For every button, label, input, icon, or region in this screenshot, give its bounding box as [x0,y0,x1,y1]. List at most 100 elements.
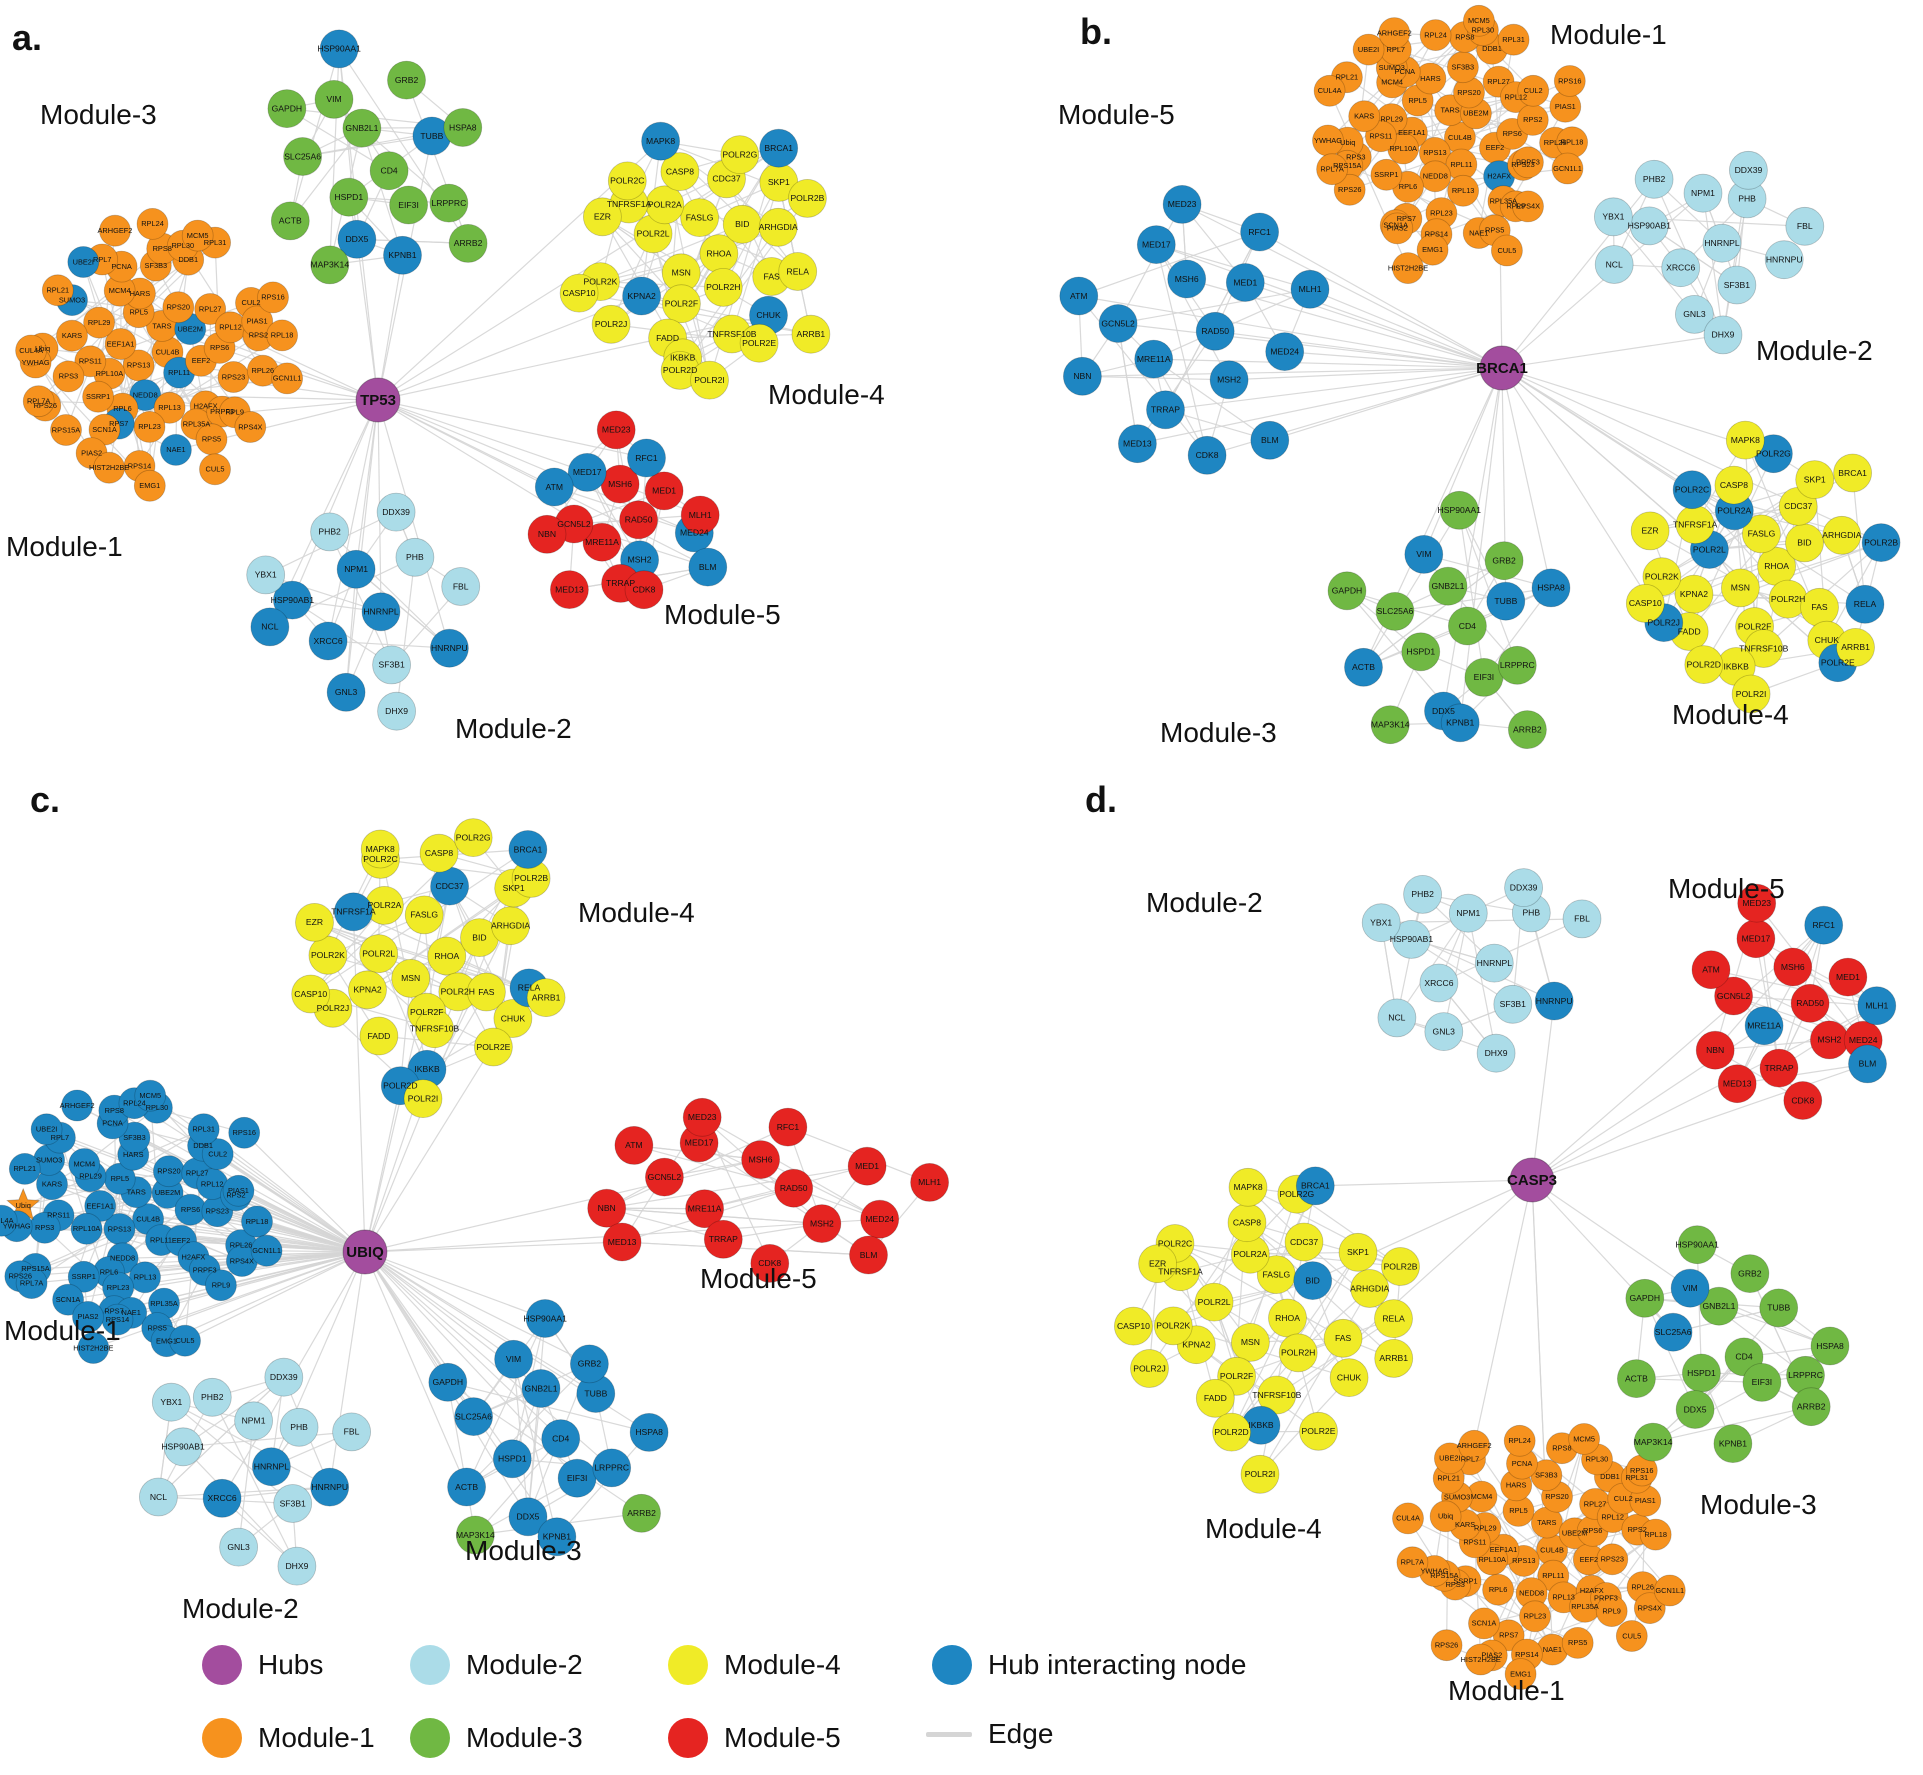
gene-label: MSH6 [749,1154,773,1164]
gene-label: POLR2D [1687,659,1721,669]
gene-label: SCN1A [1383,221,1408,230]
gene-node-DDX5 [1675,1390,1715,1429]
legend-item-edge: Edge [926,1718,1053,1750]
gene-label: NEDD8 [110,1254,135,1263]
gene-label: RPL29 [1474,1523,1497,1532]
gene-label: MRE11A [585,537,619,547]
gene-label: POLR2A [1717,506,1751,516]
gene-label: RPL12 [1601,1512,1624,1521]
gene-label: POLR2I [408,1093,439,1103]
panel-b-nodes [1059,4,1901,749]
gene-node-CD4 [541,1419,581,1458]
gene-node-MAP3K14 [1633,1422,1673,1462]
gene-label: MCM5 [1573,1434,1595,1443]
gene-label: TARS [127,1187,146,1196]
gene-node-FASLG [1742,514,1781,554]
gene-label: MCM4 [1381,78,1403,87]
gene-label: CASP10 [1117,1321,1150,1331]
hubs-swatch [202,1645,242,1685]
gene-node-RPL9 [1595,1595,1628,1627]
legend-item-hubs: Hubs [202,1645,323,1685]
gene-label: RPS14 [1425,230,1448,239]
gene-node-DDX39 [1504,868,1543,907]
gene-node-CASP8 [1714,465,1754,505]
gene-label: KPNA2 [353,985,381,995]
gene-label: HSPA8 [635,1427,663,1437]
gene-label: RPL24 [141,219,164,228]
gene-node-HSP90AB1 [1392,920,1431,959]
gene-node-MRE11A [685,1189,724,1229]
gene-label: POLR2G [722,149,757,159]
gene-node-DDX5 [337,219,377,259]
gene-label: HSP90AB1 [1390,934,1434,944]
gene-label: POLR2E [476,1042,510,1052]
gene-label: BRCA1 [1838,468,1867,478]
gene-node-MED1 [1225,263,1265,302]
gene-label: RPS5 [1568,1638,1587,1647]
gene-label: PIAS1 [1635,1496,1656,1505]
gene-label: POLR2F [1220,1371,1253,1381]
gene-label: RPL26 [230,1240,253,1249]
gene-label: RPL7A [20,1278,43,1287]
gene-label: FADD [1204,1393,1227,1403]
gene-label: CUL4A [0,1216,14,1225]
gene-label: CUL4B [136,1214,160,1223]
hub-node-CASP3 [1509,1157,1555,1203]
gene-label: Ubiq [16,1201,31,1210]
gene-node-SSRP1 [82,380,114,413]
gene-node-CUL5 [1491,234,1523,267]
gene-label: POLR2B [790,193,824,203]
gene-node-MCM5 [134,1079,167,1112]
gene-label: H2AFX [1580,1586,1604,1595]
gene-label: CUL5 [206,465,225,474]
gene-label: SF3B3 [123,1133,146,1142]
gene-label: RPS3 [1346,153,1365,162]
gene-node-CUL4A [15,334,48,367]
gene-node-CDK8 [624,570,664,610]
gene-node-KPNB1 [1713,1424,1753,1463]
gene-label: MCM5 [139,1091,161,1100]
gene-label: TRRAP [709,1234,738,1244]
gene-label: CDC37 [435,881,463,891]
gene-node-MED23 [682,1097,722,1137]
legend-item-hub-interacting-node: Hub interacting node [932,1645,1246,1685]
module-label-d-module-5: Module-5 [1668,873,1785,904]
gene-label: POLR2G [1756,449,1791,459]
module-1-swatch [202,1718,242,1758]
gene-label: POLR2I [1736,689,1767,699]
gene-label: HNRNPL [254,1461,290,1471]
gene-label: EEF2 [1486,143,1504,152]
gene-label: RPS7 [1397,214,1416,223]
gene-node-RPL13 [153,391,186,424]
gene-label: H2AFX [194,402,218,411]
gene-node-MED13 [1118,424,1157,464]
gene-node-PHB2 [192,1377,232,1417]
gene-label: POLR2K [1156,1321,1190,1331]
gene-label: RPS16 [233,1128,256,1137]
gene-label: FBL [344,1427,360,1437]
gene-node-FAS [466,972,506,1012]
gene-label: RPL6 [1399,182,1418,191]
gene-label: MSH2 [1817,1035,1841,1045]
gene-label: PHB2 [201,1392,224,1402]
gene-label: RPS15A [1333,161,1361,170]
gene-label: RPL27 [186,1169,209,1178]
gene-label: CASP8 [425,848,453,858]
gene-label: MSH6 [1781,962,1805,972]
gene-node-RPL23 [1519,1600,1551,1633]
gene-label: GRB2 [1492,555,1516,565]
gene-label: RPL9 [226,408,245,417]
gene-label: RPS15A [21,1264,49,1273]
gene-node-PIAS1 [241,305,274,338]
gene-node-ARHGEF2 [1458,1429,1491,1462]
gene-node-GNB2L1 [1428,566,1468,606]
gene-label: TRRAP [606,578,635,588]
legend-label-edge: Edge [988,1718,1054,1749]
gene-node-NPM1 [1448,893,1488,933]
gene-label: IKBKB [414,1064,440,1074]
gene-label: DDB1 [1600,1472,1620,1481]
gene-node-EZR [1630,511,1670,551]
gene-label: RPL26 [252,366,275,375]
gene-node-UBE2I [1352,33,1385,66]
